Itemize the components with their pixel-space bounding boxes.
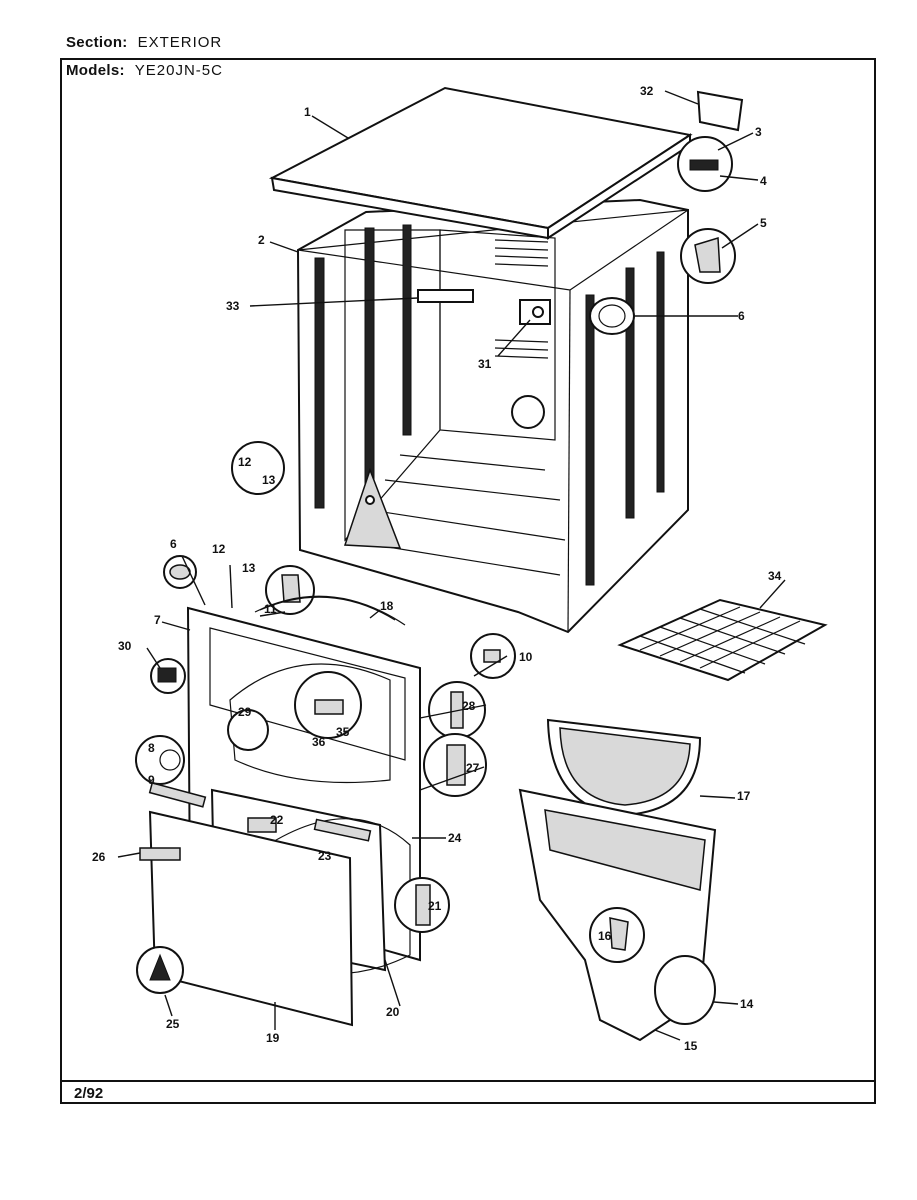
section-value: EXTERIOR [137, 34, 223, 51]
callout-29: 29 [238, 705, 252, 719]
diagram-frame [60, 58, 876, 1104]
callout-9: 9 [148, 773, 155, 787]
callout-labels: 1 2 3 4 5 6 6 7 8 9 10 11 12 12 13 13 14… [92, 84, 782, 1053]
callout-24: 24 [448, 831, 462, 845]
callout-34: 34 [768, 569, 782, 583]
top-panel [268, 86, 693, 240]
door-19 [148, 810, 354, 1027]
models-row: Models: YE20JN-5C [66, 62, 223, 79]
plate-32 [696, 90, 744, 132]
handle-26 [139, 847, 181, 861]
callout-13-lower: 13 [242, 561, 256, 575]
window-22 [247, 817, 277, 833]
callout-15: 15 [684, 1039, 698, 1053]
callout-18: 18 [380, 599, 394, 613]
callout-32: 32 [640, 84, 654, 98]
strip-23 [313, 818, 372, 842]
callout-12-upper: 12 [238, 455, 252, 469]
callout-21: 21 [428, 899, 442, 913]
callout-23: 23 [318, 849, 332, 863]
base-assembly [518, 788, 717, 1042]
models-label: Models: [66, 62, 125, 79]
callout-17: 17 [737, 789, 751, 803]
leader-lines [117, 90, 786, 1041]
callout-36: 36 [312, 735, 326, 749]
callout-3: 3 [755, 125, 762, 139]
callout-6-lower: 6 [170, 537, 177, 551]
strip-top [148, 782, 207, 808]
callout-35: 35 [336, 725, 350, 739]
footer-rule [60, 1080, 876, 1082]
callout-26: 26 [92, 850, 106, 864]
callout-33: 33 [226, 299, 240, 313]
section-row: Section: EXTERIOR [66, 34, 222, 51]
callout-13-upper: 13 [262, 473, 276, 487]
callout-1: 1 [304, 105, 311, 119]
cabinet-body [296, 198, 689, 634]
section-label: Section: [66, 34, 128, 51]
callout-4: 4 [760, 174, 767, 188]
callout-25: 25 [166, 1017, 180, 1031]
callout-22: 22 [270, 813, 284, 827]
exhaust-fitting-6 [589, 297, 635, 335]
callout-8: 8 [148, 741, 155, 755]
callout-7: 7 [154, 613, 161, 627]
models-value: YE20JN-5C [134, 62, 223, 79]
callout-2: 2 [258, 233, 265, 247]
callout-5: 5 [760, 216, 767, 230]
callout-19: 19 [266, 1031, 280, 1045]
callout-30: 30 [118, 639, 132, 653]
callout-6-upper: 6 [738, 309, 745, 323]
callout-11: 11 [264, 602, 277, 616]
callout-12-lower: 12 [212, 542, 226, 556]
callout-27: 27 [466, 761, 480, 775]
bracket-33 [417, 289, 474, 303]
callout-20: 20 [386, 1005, 400, 1019]
detail-circle-12-13 [231, 441, 285, 495]
callout-14: 14 [740, 997, 754, 1011]
detail-circle-29 [227, 709, 269, 751]
grid-34 [617, 598, 828, 682]
callout-10: 10 [519, 650, 533, 664]
callout-31: 31 [478, 357, 492, 371]
callout-28: 28 [462, 699, 476, 713]
footer-date: 2/92 [74, 1085, 104, 1102]
callout-16: 16 [598, 929, 612, 943]
